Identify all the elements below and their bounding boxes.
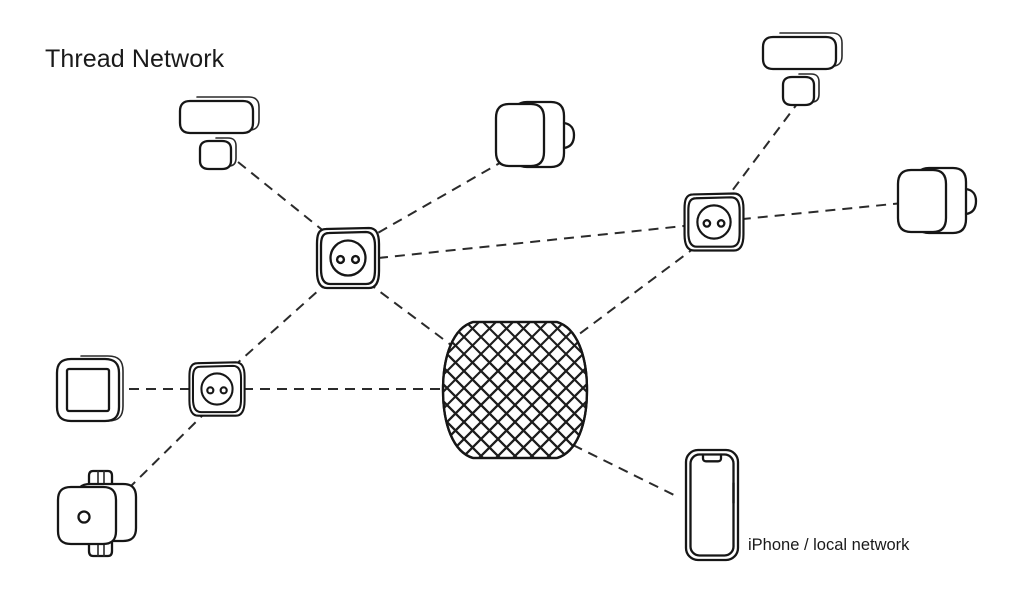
link-accessory-right--router-right <box>742 202 904 220</box>
smart-plug-outlet-icon <box>188 361 246 417</box>
smart-plug-outlet-icon <box>315 226 381 290</box>
node-accessory-top-center[interactable] <box>494 100 576 169</box>
link-router-right--homepod <box>577 245 698 336</box>
node-router-lower-left[interactable] <box>188 361 246 417</box>
iphone-icon <box>684 448 740 562</box>
node-iphone[interactable] <box>684 448 740 562</box>
link-homepod--iphone <box>572 444 679 498</box>
link-accessory-bottom-left--router-lower-left <box>127 411 207 490</box>
page-title: Thread Network <box>45 45 225 73</box>
light-strip-accessory-icon <box>761 31 844 107</box>
link-accessory-top-left--router-center-left <box>237 161 332 238</box>
node-accessory-top-right[interactable] <box>761 31 844 107</box>
node-layer <box>55 31 978 593</box>
smart-box-accessory-icon <box>494 100 576 169</box>
link-router-center-left--router-lower-left <box>232 280 330 368</box>
light-strip-accessory-icon <box>178 95 261 171</box>
iphone-caption: iPhone / local network <box>748 536 910 554</box>
link-router-center-left--router-right <box>377 225 685 259</box>
smart-box-accessory-icon <box>896 166 978 235</box>
smart-plug-outlet-icon <box>683 192 745 252</box>
link-accessory-top-right--router-right <box>725 99 801 200</box>
link-accessory-top-center--router-center-left <box>368 159 506 239</box>
display-accessory-icon <box>55 354 125 423</box>
link-layer <box>127 99 904 498</box>
link-router-center-left--homepod <box>366 281 456 349</box>
node-accessory-left-display[interactable] <box>55 354 125 423</box>
node-router-center-left[interactable] <box>315 226 381 290</box>
node-accessory-right[interactable] <box>896 166 978 235</box>
valve-switch-accessory-icon <box>56 469 138 558</box>
node-router-right[interactable] <box>683 192 745 252</box>
node-accessory-bottom-left[interactable] <box>56 469 138 558</box>
node-accessory-top-left[interactable] <box>178 95 261 171</box>
